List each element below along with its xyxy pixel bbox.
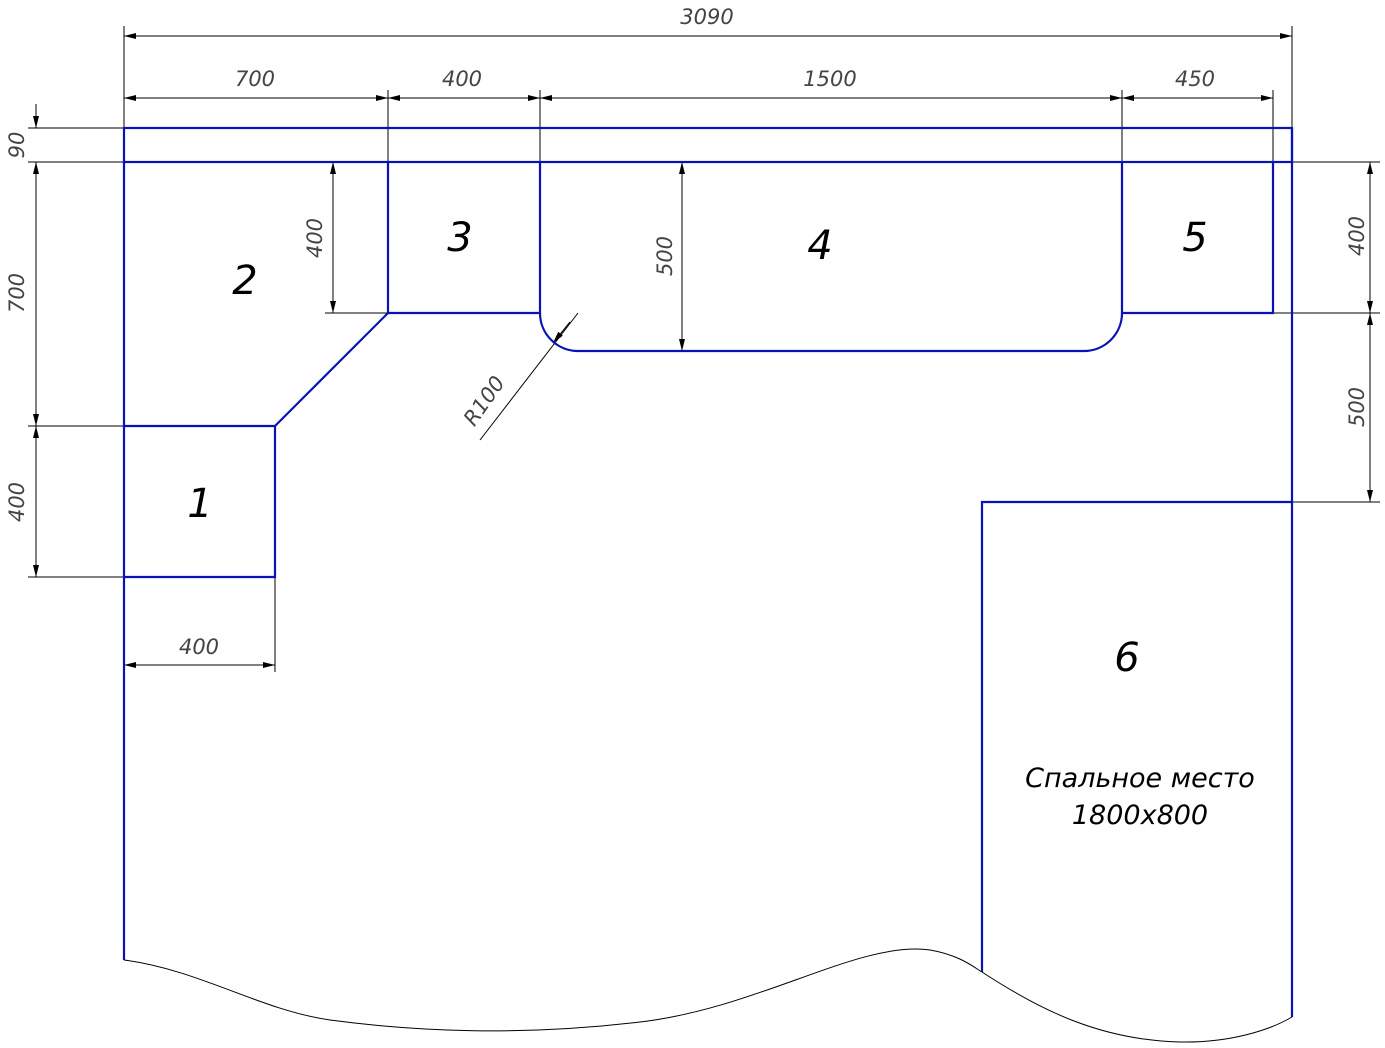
dim-right-1: 400 [1345, 216, 1369, 256]
module-2-diagonal [274, 312, 389, 427]
dimension-lines [33, 33, 1373, 668]
bed-outline [980, 500, 1292, 972]
dim-top-2: 400 [442, 67, 482, 91]
module-4-outline [538, 162, 1124, 353]
bed-label: Спальное место [1025, 763, 1255, 794]
dim-top-4: 450 [1175, 67, 1215, 91]
dim-inner-4: 500 [653, 236, 677, 276]
dim-top-1: 700 [235, 67, 275, 91]
module-3-outline [386, 162, 542, 315]
dim-radius: R100 [459, 372, 510, 431]
dim-total-width: 3090 [680, 5, 733, 29]
dim-inner-2: 400 [303, 218, 327, 258]
module-3-label: 3 [447, 215, 472, 261]
break-lines [123, 948, 1293, 1043]
dim-left-1: 90 [5, 132, 29, 159]
dim-right-2: 500 [1345, 387, 1369, 427]
dim-left-2: 700 [5, 273, 29, 313]
module-1-label: 1 [187, 481, 212, 527]
dim-module1-width: 400 [179, 635, 219, 659]
dim-left-3: 400 [5, 482, 29, 522]
module-1-outline [124, 424, 277, 579]
module-4-label: 4 [807, 223, 832, 269]
walls [122, 126, 1294, 1017]
module-5-outline [1122, 162, 1275, 315]
extension-lines [28, 26, 1380, 672]
module-5-label: 5 [1182, 215, 1207, 261]
bed-size: 1800x800 [1072, 800, 1208, 831]
module-2-label: 2 [232, 258, 257, 304]
dim-top-3: 1500 [803, 67, 856, 91]
module-6-label: 6 [1114, 635, 1139, 681]
